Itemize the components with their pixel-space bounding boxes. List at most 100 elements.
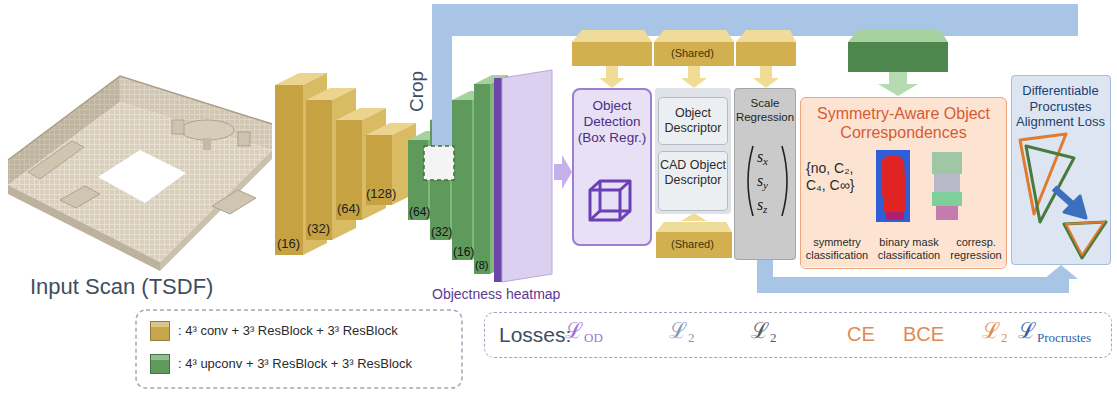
box-fill — [655, 88, 731, 214]
connector — [765, 260, 1078, 285]
symmetry-classes: {no, C₂, C₄, C∞} — [806, 160, 870, 194]
loss-symbol: ℒ — [751, 318, 769, 344]
input-scan — [212, 190, 256, 214]
vector-bracket — [748, 146, 753, 216]
input-scan — [98, 150, 186, 203]
feature-arrow — [688, 66, 700, 78]
objectness-heatmap — [502, 70, 552, 282]
mask-thumbnail — [884, 198, 906, 212]
shared-label: (Shared) — [671, 47, 714, 60]
mask-thumbnail — [876, 150, 910, 222]
box-icon — [590, 211, 600, 220]
box-fill — [658, 151, 728, 211]
box-icon — [620, 181, 630, 190]
encoder-block — [275, 85, 303, 255]
scan-caption: Input Scan (TSDF) — [30, 274, 213, 300]
box-fill — [572, 75, 1111, 267]
box-icon — [590, 190, 620, 220]
cad-feature-block — [848, 42, 948, 72]
input-scan — [160, 150, 272, 271]
correspondence-thumbnail — [934, 174, 960, 192]
shared-feature-block — [572, 42, 652, 66]
objectness-heatmap — [494, 70, 552, 282]
channel-count: (8) — [475, 259, 488, 272]
arrowhead — [1044, 265, 1078, 279]
loss-subscript: 2 — [770, 330, 777, 346]
input-scan — [238, 132, 250, 146]
channel-count: (32) — [431, 225, 452, 239]
vector-entry: s — [757, 147, 763, 166]
shared-feature-block — [572, 30, 652, 42]
shared-feature-block — [736, 30, 796, 42]
heatmap-arrow — [554, 155, 572, 189]
decoder-block — [452, 100, 472, 260]
box-icon — [590, 181, 600, 190]
regression-box: Scale Regressionsxsysz — [734, 88, 796, 260]
vector-entry: s — [757, 171, 763, 190]
channel-count: (16) — [277, 236, 300, 252]
panel-heading: Losses: — [499, 322, 571, 347]
output-label: binary mask classification — [872, 236, 946, 262]
decoder-block — [474, 84, 490, 274]
correspondence-thumbnail — [932, 152, 962, 220]
loss-subscript: Procrustes — [1037, 330, 1091, 346]
alignment-triangles — [1020, 134, 1106, 258]
box-title: Object Descriptor — [660, 106, 726, 136]
feature-arrow — [760, 66, 772, 78]
correspondence-thumbnail — [936, 206, 958, 220]
channel-count: (64) — [337, 201, 360, 217]
input-scan — [203, 138, 211, 150]
box-fill — [800, 97, 1007, 267]
vector-bracket — [782, 146, 787, 216]
legend-text: : 4³ upconv + 3³ ResBlock + 3³ ResBlock — [178, 354, 412, 374]
correspondence-thumbnail — [932, 152, 962, 174]
encoder-block — [275, 73, 416, 255]
box-icon — [590, 181, 630, 220]
descriptor-box: Object Descriptor — [658, 97, 728, 145]
alignment-triangles — [1064, 196, 1086, 218]
heatmap-label: Objectness heatmap — [432, 286, 560, 303]
loss-subscript: OD — [584, 330, 603, 346]
legend-swatch — [150, 354, 170, 374]
input-scan — [8, 76, 272, 271]
cad-feature-block — [848, 30, 948, 42]
input-scan — [8, 76, 272, 160]
input-scan — [180, 120, 234, 140]
feature-arrow — [753, 78, 779, 88]
loss-symbol: ℒ — [1018, 318, 1036, 344]
loss-symbol: ℒ — [669, 318, 687, 344]
alignment-triangles — [1066, 222, 1104, 255]
shared-feature-block — [656, 222, 732, 232]
shared-feature-block — [736, 42, 796, 66]
channel-count: (64) — [409, 205, 430, 219]
vector-subscript: y — [763, 179, 768, 192]
feature-arrow — [606, 66, 618, 78]
legend-swatch — [150, 321, 170, 341]
input-scan — [28, 141, 84, 179]
shared-feature-block — [654, 42, 734, 66]
encoder-block — [336, 120, 362, 220]
legend-frame — [136, 310, 462, 388]
correspondence-box: Symmetry-Aware Object Correspondences {no… — [800, 97, 1007, 269]
alignment-triangles — [1064, 222, 1106, 258]
encoder-block — [306, 100, 332, 240]
box-fill — [734, 88, 796, 260]
input-scan — [8, 102, 272, 262]
box-fill — [1011, 75, 1111, 265]
shared-feature-block — [656, 232, 732, 258]
input-scan — [60, 186, 100, 208]
loss-symbol: ℒ — [565, 318, 583, 344]
loss-subscript: 2 — [688, 330, 695, 346]
cad-feature-block — [889, 72, 907, 84]
box-icon — [620, 211, 630, 220]
crop-feature-path — [432, 30, 452, 152]
box-title: Symmetry-Aware Object Correspondences — [804, 104, 1003, 142]
mask-thumbnail — [876, 150, 910, 222]
output-label: symmetry classification — [803, 236, 871, 262]
correspondence-thumbnail — [932, 192, 962, 206]
box-icon — [600, 181, 630, 211]
loss-name: CE — [847, 322, 875, 346]
vector-bracket — [748, 146, 787, 216]
